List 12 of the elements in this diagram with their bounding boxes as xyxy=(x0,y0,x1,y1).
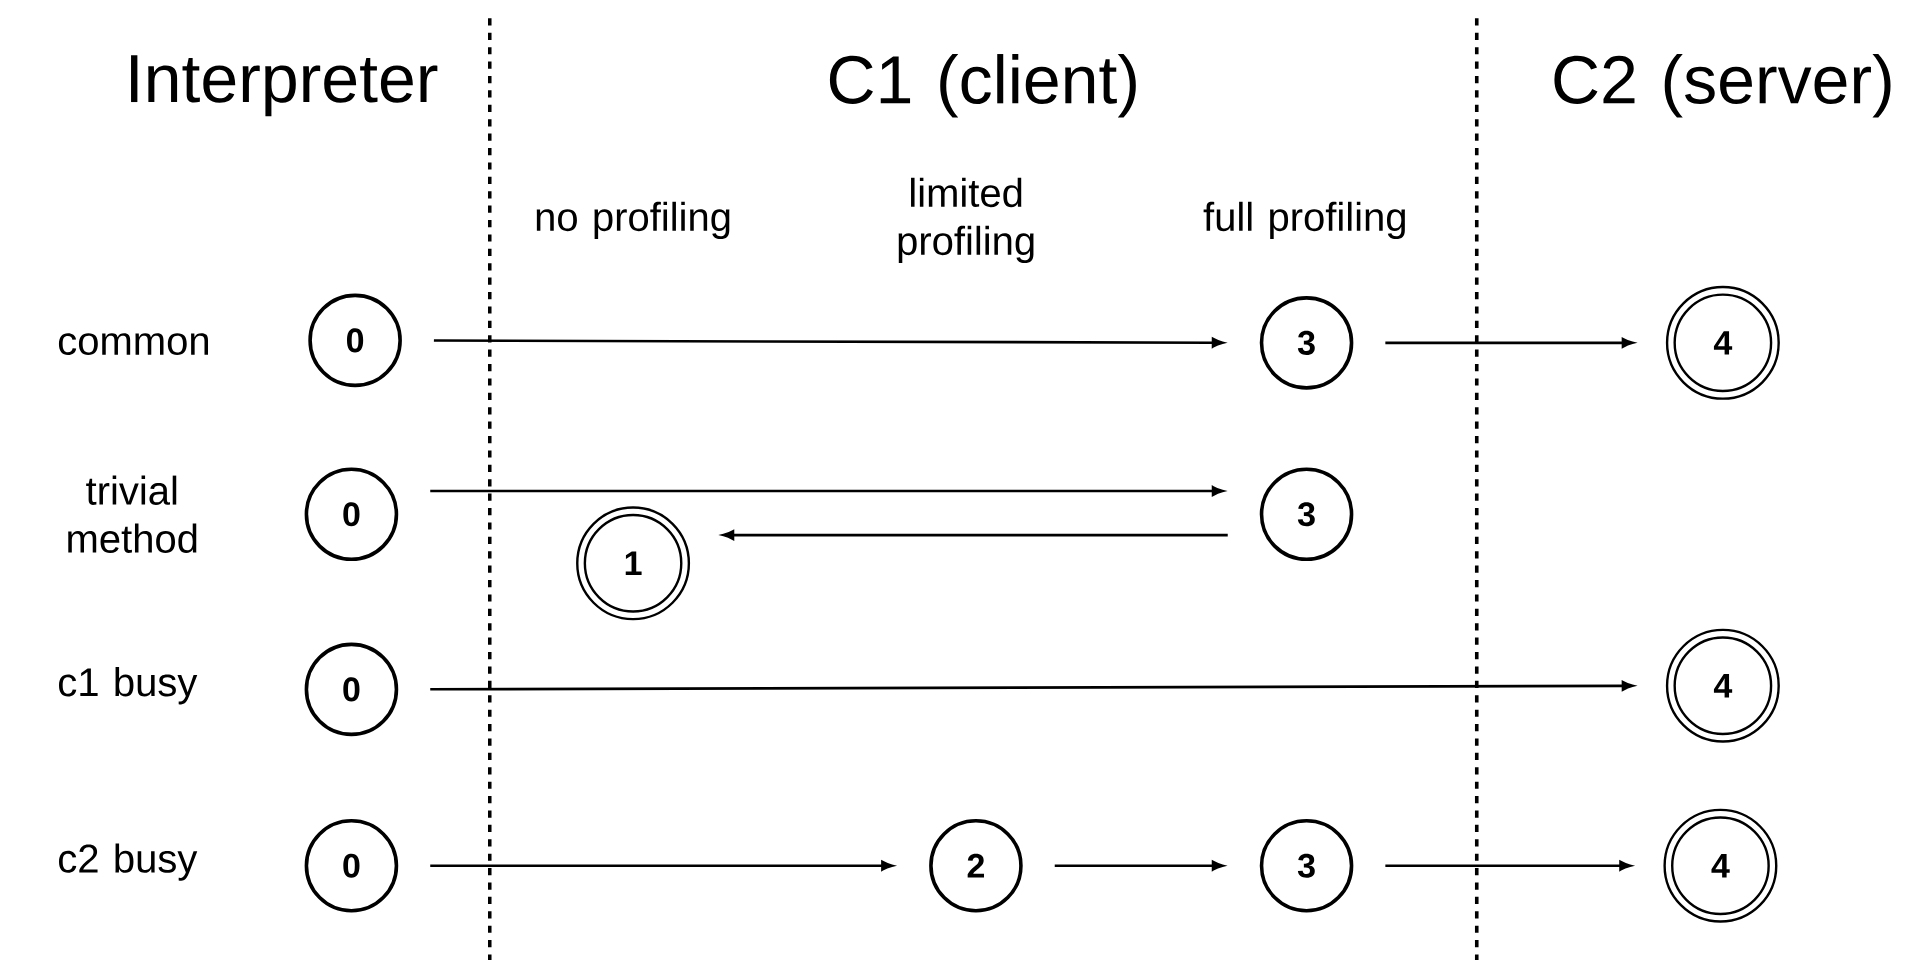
arrow xyxy=(430,860,894,871)
row-label: c1 busy xyxy=(59,667,198,705)
column-heading: C1 (client) xyxy=(829,54,1136,118)
row-label: c2 busy xyxy=(59,843,198,881)
column-subheading: full profiling xyxy=(1203,201,1405,240)
column-subheading: no profiling xyxy=(536,201,730,240)
row-label: common xyxy=(58,333,208,356)
column-subheading: limited profiling xyxy=(898,177,1034,264)
column-heading: C2 (server) xyxy=(1554,54,1891,118)
row-label: trivial method xyxy=(68,475,197,553)
arrow xyxy=(1385,860,1632,871)
column-heading: Interpreter xyxy=(131,55,438,117)
